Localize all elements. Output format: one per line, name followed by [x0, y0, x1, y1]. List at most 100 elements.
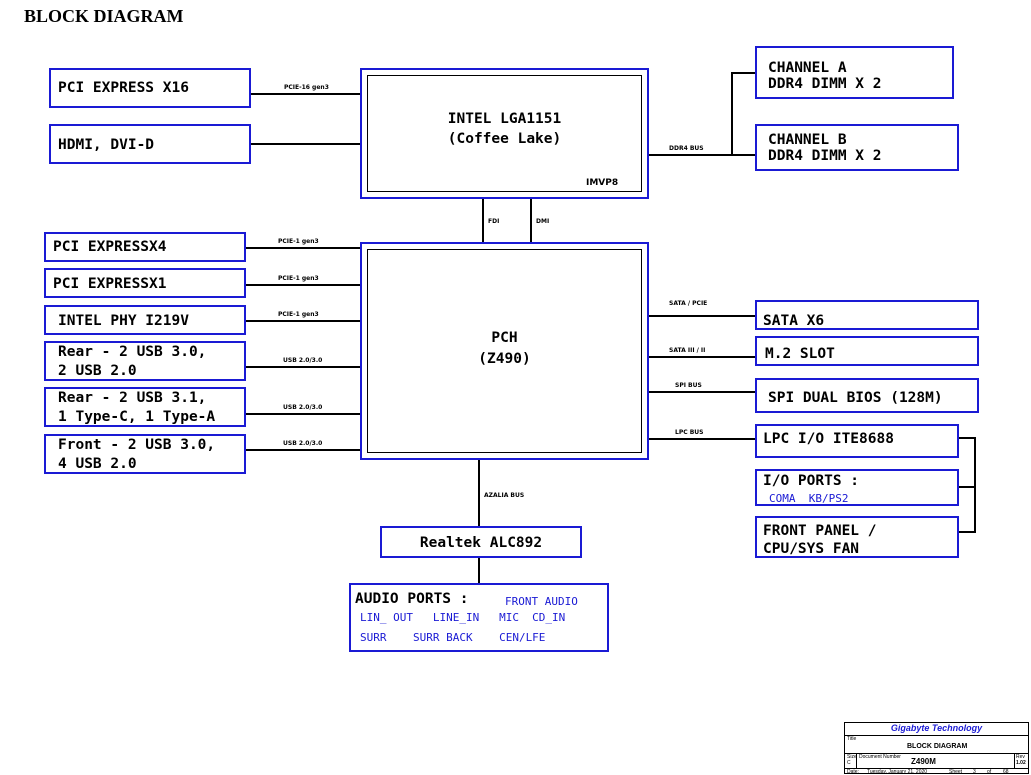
- pcie-x4-block: PCI EXPRESSX4: [44, 232, 246, 262]
- audio-ports-title: AUDIO PORTS :: [355, 591, 469, 607]
- audio-ports-row3: SURR SURR BACK CEN/LFE: [360, 631, 546, 644]
- sata-block: SATA X6: [755, 300, 979, 330]
- hdmi-link: [251, 143, 360, 145]
- front-usb-line2: 4 USB 2.0: [58, 456, 137, 472]
- m2-link: [649, 356, 755, 358]
- m2-bus-label: SATA III / II: [669, 347, 706, 354]
- channel-a-line1: CHANNEL A: [768, 60, 847, 76]
- rear-usb30-bus-label: USB 2.0/3.0: [283, 357, 323, 364]
- pcie-x4-link: [246, 247, 360, 249]
- sata-bus-label: SATA / PCIE: [669, 300, 708, 307]
- intel-phy-bus-label: PCIE-1 gen3: [278, 311, 319, 318]
- spi-bios-block: SPI DUAL BIOS (128M): [755, 378, 979, 413]
- io-ports-block: I/O PORTS : COMA KB/PS2: [755, 469, 959, 506]
- m2-block: M.2 SLOT: [755, 336, 979, 366]
- tb-rev-label: Rev: [1016, 754, 1025, 760]
- cpu-inner-frame: [367, 75, 642, 192]
- lpc-io-label: LPC I/O ITE8688: [763, 431, 894, 447]
- channel-b-line1: CHANNEL B: [768, 132, 847, 148]
- rear-usb30-line2: 2 USB 2.0: [58, 363, 137, 379]
- pcie-x1-block: PCI EXPRESSX1: [44, 268, 246, 298]
- ddr4-bus-vertical: [731, 72, 733, 156]
- fdi-link: [482, 199, 484, 242]
- sata-label: SATA X6: [763, 313, 825, 329]
- cpu-block: INTEL LGA1151 (Coffee Lake) IMVP8: [360, 68, 649, 199]
- tb-size: C: [847, 760, 851, 766]
- channel-a-block: CHANNEL A DDR4 DIMM X 2: [755, 46, 954, 99]
- front-usb-line1: Front - 2 USB 3.0,: [58, 437, 216, 453]
- io-ports-items: COMA KB/PS2: [769, 492, 849, 505]
- fdi-label: FDI: [488, 218, 500, 225]
- rear-usb31-line1: Rear - 2 USB 3.1,: [58, 390, 207, 406]
- tb-sheet: 3: [973, 769, 976, 775]
- tb-docnum-label: Document Number: [859, 754, 901, 760]
- front-panel-line1: FRONT PANEL /: [763, 523, 877, 539]
- lpc-io-block: LPC I/O ITE8688: [755, 424, 959, 458]
- m2-label: M.2 SLOT: [765, 346, 835, 362]
- tb-vdiv-1: [856, 753, 857, 768]
- audio-ports-row2: LIN_ OUT LINE_IN MIC CD_IN: [360, 611, 566, 624]
- tb-docnum: Z490M: [911, 757, 936, 766]
- tb-divider-3: [845, 768, 1028, 769]
- pcie-x16-label: PCI EXPRESS X16: [58, 80, 189, 96]
- pcie-x1-label: PCI EXPRESSX1: [53, 276, 167, 292]
- cpu-vr-label: IMVP8: [586, 178, 619, 188]
- channel-b-block: CHANNEL B DDR4 DIMM X 2: [755, 124, 959, 171]
- pcie-x1-link: [246, 284, 360, 286]
- title-block: Gigabyte Technology Title BLOCK DIAGRAM …: [844, 722, 1029, 775]
- pcie-x16-block: PCI EXPRESS X16: [49, 68, 251, 108]
- tb-sheet-label: Sheet: [949, 769, 963, 775]
- front-usb-link: [246, 449, 360, 451]
- rear-usb31-link: [246, 413, 360, 415]
- intel-phy-label: INTEL PHY I219V: [58, 313, 189, 329]
- lpc-bracket-fan: [959, 531, 975, 533]
- spi-bios-label: SPI DUAL BIOS (128M): [768, 390, 943, 406]
- cpu-name: INTEL LGA1151: [447, 111, 562, 127]
- pcie-x16-link: [251, 93, 360, 95]
- tb-date-label: Date:: [847, 769, 859, 775]
- pch-inner-frame: [367, 249, 642, 453]
- rear-usb30-line1: Rear - 2 USB 3.0,: [58, 344, 207, 360]
- front-panel-line2: CPU/SYS FAN: [763, 541, 860, 557]
- lpc-bracket-vertical: [974, 437, 976, 533]
- tb-size-label: Size: [847, 754, 857, 760]
- io-ports-title: I/O PORTS :: [763, 473, 860, 489]
- pch-block: PCH (Z490): [360, 242, 649, 460]
- intel-phy-block: INTEL PHY I219V: [44, 305, 246, 335]
- lpc-bracket-io: [959, 486, 975, 488]
- rear-usb31-block: Rear - 2 USB 3.1, 1 Type-C, 1 Type-A: [44, 387, 246, 427]
- tb-of-label: of: [987, 769, 992, 775]
- tb-date: Tuesday, January 21, 2020: [867, 769, 928, 775]
- pch-name: PCH: [491, 330, 518, 346]
- channel-b-line2: DDR4 DIMM X 2: [768, 148, 882, 164]
- dmi-link: [530, 199, 532, 242]
- pcie-x4-label: PCI EXPRESSX4: [53, 239, 167, 255]
- sata-link: [649, 315, 755, 317]
- spi-link: [649, 391, 755, 393]
- tb-rev: 1.02: [1016, 760, 1026, 766]
- lpc-link: [649, 438, 755, 440]
- front-panel-block: FRONT PANEL / CPU/SYS FAN: [755, 516, 959, 558]
- audio-codec-label: Realtek ALC892: [419, 535, 543, 551]
- audio-ports-front: FRONT AUDIO: [505, 595, 578, 608]
- rear-usb31-line2: 1 Type-C, 1 Type-A: [58, 409, 216, 425]
- intel-phy-link: [246, 320, 360, 322]
- tb-title: BLOCK DIAGRAM: [907, 743, 968, 750]
- tb-title-label: Title: [847, 736, 857, 742]
- dmi-label: DMI: [536, 218, 550, 225]
- pcie-x4-bus-label: PCIE-1 gen3: [278, 238, 319, 245]
- ddr4-bus-link: [649, 154, 755, 156]
- pch-model: (Z490): [478, 351, 531, 367]
- cpu-codename: (Coffee Lake): [447, 131, 562, 147]
- audio-ports-link: [478, 558, 480, 584]
- front-usb-block: Front - 2 USB 3.0, 4 USB 2.0: [44, 434, 246, 474]
- lpc-bus-label: LPC BUS: [675, 429, 704, 436]
- pcie-x16-bus-label: PCIE-16 gen3: [284, 84, 329, 91]
- tb-divider-2: [845, 753, 1028, 754]
- spi-bus-label: SPI BUS: [675, 382, 702, 389]
- pcie-x1-bus-label: PCIE-1 gen3: [278, 275, 319, 282]
- page-title: BLOCK DIAGRAM: [24, 6, 184, 26]
- rear-usb30-block: Rear - 2 USB 3.0, 2 USB 2.0: [44, 341, 246, 381]
- azalia-bus-label: AZALIA BUS: [484, 492, 525, 499]
- channel-a-line2: DDR4 DIMM X 2: [768, 76, 882, 92]
